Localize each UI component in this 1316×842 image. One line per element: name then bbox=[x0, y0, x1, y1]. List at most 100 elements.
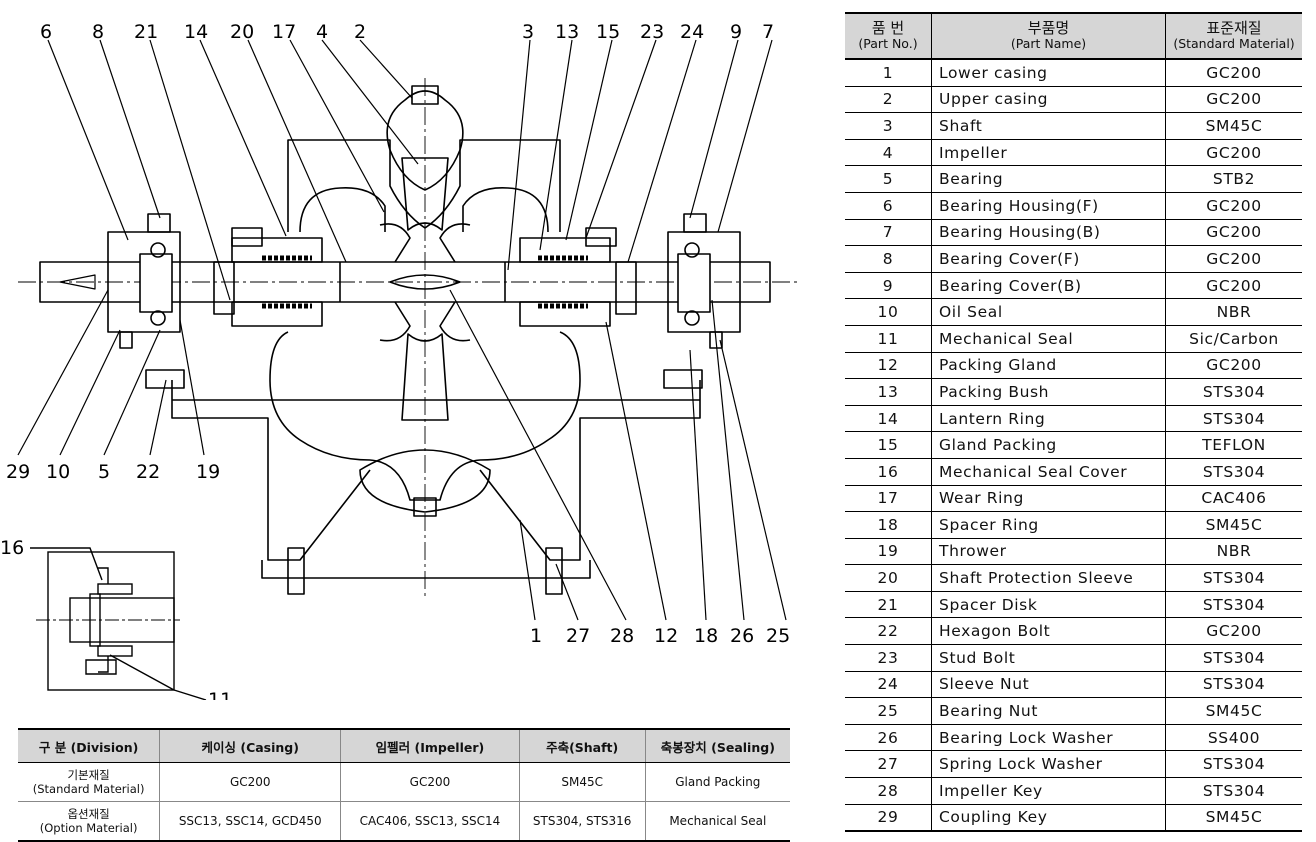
part-no: 12 bbox=[845, 352, 932, 380]
detail-inset-mechanical-seal bbox=[30, 547, 207, 700]
callout-8: 8 bbox=[92, 21, 104, 43]
callout-7: 7 bbox=[762, 21, 774, 43]
part-name: Impeller Key bbox=[931, 777, 1166, 805]
cell-impeller: GC200 bbox=[340, 762, 520, 802]
division-header-row: 구 분 (Division) 케이싱 (Casing) 임펠러 (Impelle… bbox=[18, 728, 790, 763]
part-no: 11 bbox=[845, 325, 932, 353]
part-name: Bearing Cover(B) bbox=[931, 272, 1166, 300]
parts-list-table: 품 번(Part No.) 부품명(Part Name) 표준재질(Standa… bbox=[845, 12, 1302, 833]
division-material-table: 구 분 (Division) 케이싱 (Casing) 임펠러 (Impelle… bbox=[18, 728, 790, 842]
part-material: STS304 bbox=[1165, 378, 1302, 406]
part-no: 28 bbox=[845, 777, 932, 805]
part-no: 1 bbox=[845, 59, 932, 87]
callout-numbers: 6 8 21 14 20 17 4 2 3 13 15 23 24 9 7 2 9… bbox=[0, 21, 790, 700]
part-name: Packing Bush bbox=[931, 378, 1166, 406]
part-no: 23 bbox=[845, 644, 932, 672]
part-name: Bearing Lock Washer bbox=[931, 724, 1166, 752]
part-name: Stud Bolt bbox=[931, 644, 1166, 672]
callout-26: 26 bbox=[730, 625, 754, 647]
callout-23: 23 bbox=[640, 21, 664, 43]
header-shaft: 주축(Shaft) bbox=[518, 728, 646, 763]
part-no: 20 bbox=[845, 564, 932, 592]
cell-sealing: Mechanical Seal bbox=[644, 801, 790, 842]
part-name: Thrower bbox=[931, 538, 1166, 566]
part-no: 19 bbox=[845, 538, 932, 566]
part-name: Mechanical Seal bbox=[931, 325, 1166, 353]
part-name: Spacer Disk bbox=[931, 591, 1166, 619]
part-material: STS304 bbox=[1165, 591, 1302, 619]
part-no: 14 bbox=[845, 405, 932, 433]
part-material: GC200 bbox=[1165, 59, 1302, 87]
part-name: Sleeve Nut bbox=[931, 671, 1166, 699]
part-material: GC200 bbox=[1165, 139, 1302, 167]
part-name: Spring Lock Washer bbox=[931, 750, 1166, 779]
header-material: 표준재질(Standard Material) bbox=[1165, 12, 1302, 60]
callout-19: 19 bbox=[196, 461, 220, 483]
callout-14: 14 bbox=[184, 21, 208, 43]
part-no: 25 bbox=[845, 697, 932, 725]
part-name: Hexagon Bolt bbox=[931, 617, 1166, 646]
part-material: CAC406 bbox=[1165, 485, 1302, 513]
callouts-right-bottom: 1 27 28 12 18 26 25 bbox=[530, 625, 790, 647]
part-no: 4 bbox=[845, 139, 932, 167]
callout-27: 27 bbox=[566, 625, 590, 647]
callout-9: 9 bbox=[730, 21, 742, 43]
part-no: 22 bbox=[845, 617, 932, 646]
part-material: NBR bbox=[1165, 298, 1302, 326]
part-material: NBR bbox=[1165, 538, 1302, 566]
callout-12: 12 bbox=[654, 625, 678, 647]
part-name: Bearing Nut bbox=[931, 697, 1166, 725]
part-no: 2 bbox=[845, 86, 932, 114]
callout-25: 25 bbox=[766, 625, 790, 647]
callout-13: 13 bbox=[555, 21, 579, 43]
part-name: Lower casing bbox=[931, 59, 1166, 87]
part-no: 10 bbox=[845, 298, 932, 326]
callout-6: 6 bbox=[40, 21, 52, 43]
callout-22: 22 bbox=[136, 461, 160, 483]
pump-cross-section-drawing: 6 8 21 14 20 17 4 2 3 13 15 23 24 9 7 2 9… bbox=[0, 21, 800, 700]
callout-18: 18 bbox=[694, 625, 718, 647]
part-name: Gland Packing bbox=[931, 431, 1166, 459]
part-no: 5 bbox=[845, 165, 932, 193]
header-impeller: 임펠러 (Impeller) bbox=[340, 728, 520, 763]
part-material: STS304 bbox=[1165, 671, 1302, 699]
part-name: Shaft Protection Sleeve bbox=[931, 564, 1166, 592]
callout-2: 2 bbox=[354, 21, 366, 43]
callout-20: 20 bbox=[230, 21, 254, 43]
callout-leader-lines bbox=[17, 39, 787, 621]
part-name: Wear Ring bbox=[931, 485, 1166, 513]
part-name: Bearing Cover(F) bbox=[931, 245, 1166, 273]
callouts-top: 6 8 21 14 20 17 4 2 3 13 15 23 24 9 7 bbox=[40, 21, 774, 43]
header-sealing: 축봉장치 (Sealing) bbox=[644, 728, 790, 763]
row-label: 기본재질(Standard Material) bbox=[18, 762, 160, 802]
part-no: 15 bbox=[845, 431, 932, 459]
part-material: STB2 bbox=[1165, 165, 1302, 193]
part-no: 3 bbox=[845, 112, 932, 140]
part-material: GC200 bbox=[1165, 352, 1302, 380]
callout-1: 1 bbox=[530, 625, 542, 647]
part-name: Upper casing bbox=[931, 86, 1166, 114]
part-material: STS304 bbox=[1165, 458, 1302, 486]
part-name: Spacer Ring bbox=[931, 511, 1166, 539]
part-name: Oil Seal bbox=[931, 298, 1166, 326]
part-name: Shaft bbox=[931, 112, 1166, 140]
part-material: GC200 bbox=[1165, 86, 1302, 114]
part-material: STS304 bbox=[1165, 405, 1302, 433]
cell-casing: GC200 bbox=[159, 762, 341, 802]
